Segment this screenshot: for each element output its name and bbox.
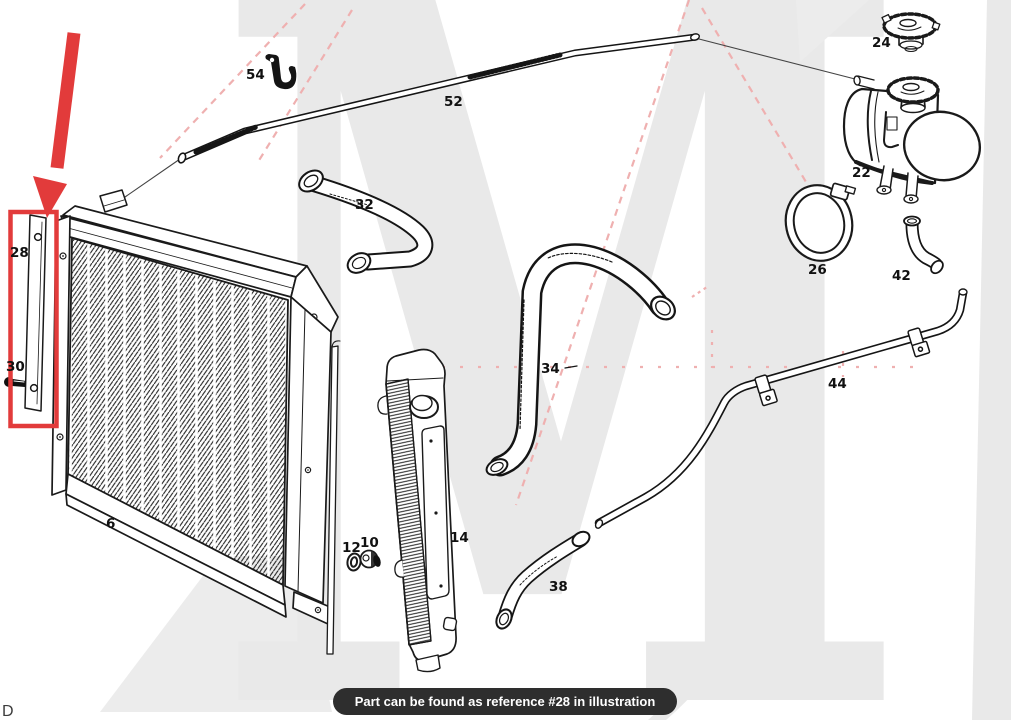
- part-14-side-tank: [326, 340, 458, 673]
- part-label-38: 38: [549, 579, 568, 595]
- part-label-12: 12: [342, 540, 361, 556]
- part-label-42: 42: [892, 268, 911, 284]
- part-14-strap: [326, 345, 339, 655]
- part-label-6: 6: [106, 516, 115, 532]
- part-label-32: 32: [355, 197, 374, 213]
- part-label-28: 28: [10, 245, 29, 261]
- part-26-clamp: [784, 182, 857, 262]
- watermark-top-serif: [796, 0, 869, 62]
- part-24-cap: [881, 12, 941, 53]
- caption-pill: Part can be found as reference #28 in il…: [333, 688, 677, 715]
- part-30-bolt: [4, 377, 26, 387]
- part-22-expansion-tank: [842, 75, 982, 204]
- part-12-washer: [346, 552, 362, 572]
- part-label-44: 44: [828, 376, 847, 392]
- part-28-mounting-strip: [24, 214, 47, 412]
- part-label-24: 24: [872, 35, 891, 51]
- part-label-22: 22: [852, 165, 871, 181]
- part-54-clip: [265, 54, 297, 90]
- highlight-arrow-head: [33, 176, 67, 218]
- part-6-radiator: [51, 189, 339, 625]
- part-42-elbow-hose: [903, 215, 944, 275]
- part-label-10: 10: [360, 535, 379, 551]
- corner-text: D: [2, 703, 14, 720]
- part-44-pipe: [594, 288, 968, 529]
- highlight-arrow: [50, 32, 81, 169]
- part-label-34: 34: [541, 361, 560, 377]
- part-34-hose: [485, 243, 676, 477]
- watermark-arc: [648, 552, 762, 720]
- part-label-30: 30: [6, 359, 25, 375]
- label-34-tick: [564, 365, 578, 369]
- watermark-accent-line: [701, 7, 813, 193]
- watermark-accent-line: [159, 3, 306, 159]
- highlight-annotation: [8, 32, 81, 429]
- part-label-54: 54: [246, 67, 265, 83]
- part-32-hose: [298, 169, 434, 274]
- watermark-right-band: [972, 0, 1011, 720]
- watermark-accent-line: [257, 9, 353, 163]
- part-10-plug: [359, 549, 381, 569]
- part-38-hose: [495, 530, 591, 630]
- highlight-box: [8, 209, 59, 429]
- part-label-52: 52: [444, 94, 463, 110]
- part-52-hose: [177, 33, 701, 164]
- part-label-26: 26: [808, 262, 827, 278]
- watermark-accent-line: [691, 286, 708, 298]
- part-label-14: 14: [450, 530, 469, 546]
- leader-lines: [124, 38, 856, 198]
